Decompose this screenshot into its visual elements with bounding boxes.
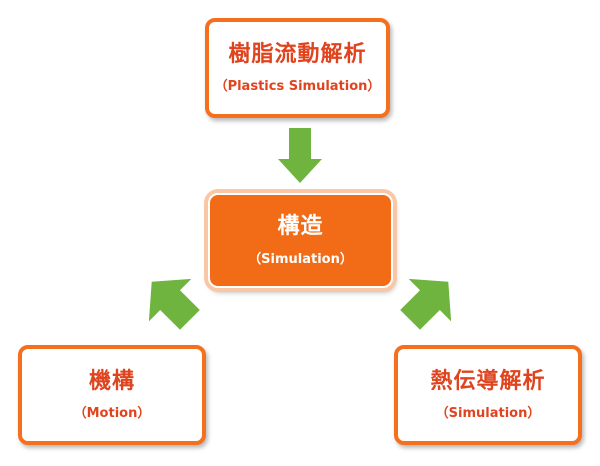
node-subtitle: （Motion） [73, 406, 151, 422]
arrow-right-to-center [400, 278, 452, 330]
node-title: 熱伝導解析 [430, 368, 546, 394]
node-title: 樹脂流動解析 [228, 41, 367, 67]
node-subtitle: （Simulation） [435, 406, 541, 422]
node-thermal-simulation: 熱伝導解析 （Simulation） [394, 345, 582, 445]
node-subtitle: （Plastics Simulation） [214, 79, 381, 95]
node-title: 機構 [88, 368, 135, 394]
node-title: 構造 [277, 214, 324, 240]
arrow-left-to-center [148, 278, 200, 330]
node-subtitle: （Simulation） [248, 251, 353, 267]
node-motion: 機構 （Motion） [18, 345, 206, 445]
arrow-top-to-center [278, 128, 322, 183]
node-structure-simulation: 構造 （Simulation） [208, 193, 393, 288]
node-plastics-simulation: 樹脂流動解析 （Plastics Simulation） [205, 18, 390, 118]
